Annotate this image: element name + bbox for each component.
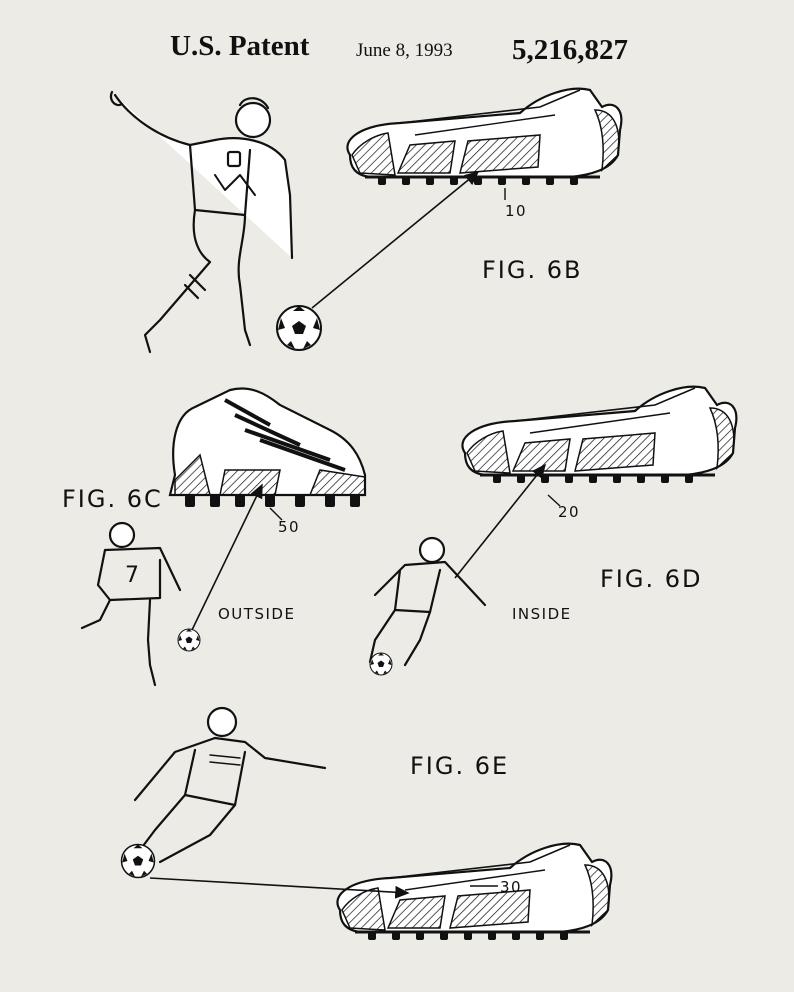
- fig6c-ref: 50: [278, 518, 301, 536]
- fig6d-ball: [369, 652, 393, 676]
- fig6b-player: [109, 90, 294, 354]
- fig6c-caption: OUTSIDE: [218, 605, 296, 623]
- fig6c-label: FIG. 6C: [62, 485, 163, 513]
- ref50-leader: [269, 507, 283, 521]
- fig6c-ball: [177, 628, 201, 652]
- fig6d-player: [368, 536, 487, 667]
- fig6e-arrow: [149, 877, 410, 899]
- fig6e-ball: [120, 843, 156, 879]
- fig6c-arrow: [191, 483, 263, 631]
- patent-number: 5,216,827: [512, 34, 628, 66]
- fig6e-label: FIG. 6E: [410, 752, 510, 780]
- fig6b-ball: [276, 305, 322, 351]
- fig6c-player: [80, 521, 182, 687]
- fig6c-jersey-number: 7: [125, 563, 139, 588]
- fig6e-ref: 30: [500, 878, 523, 896]
- ref20-leader: [547, 494, 561, 507]
- patent-title: U.S. Patent: [170, 30, 310, 62]
- fig6d-caption: INSIDE: [512, 605, 572, 623]
- fig6b-ref: 10: [505, 202, 528, 220]
- fig6d-ref: 20: [558, 503, 581, 521]
- patent-date: June 8, 1993: [356, 40, 453, 61]
- fig6d-shoe: [460, 385, 738, 485]
- fig6d-arrow: [454, 463, 546, 579]
- fig6c-shoe: [168, 387, 367, 507]
- fig6b-shoe: [345, 87, 623, 187]
- fig6e-player: [133, 706, 327, 864]
- fig6d-label: FIG. 6D: [600, 565, 703, 593]
- fig6b-label: FIG. 6B: [482, 256, 583, 284]
- fig6b-arrow: [311, 170, 480, 309]
